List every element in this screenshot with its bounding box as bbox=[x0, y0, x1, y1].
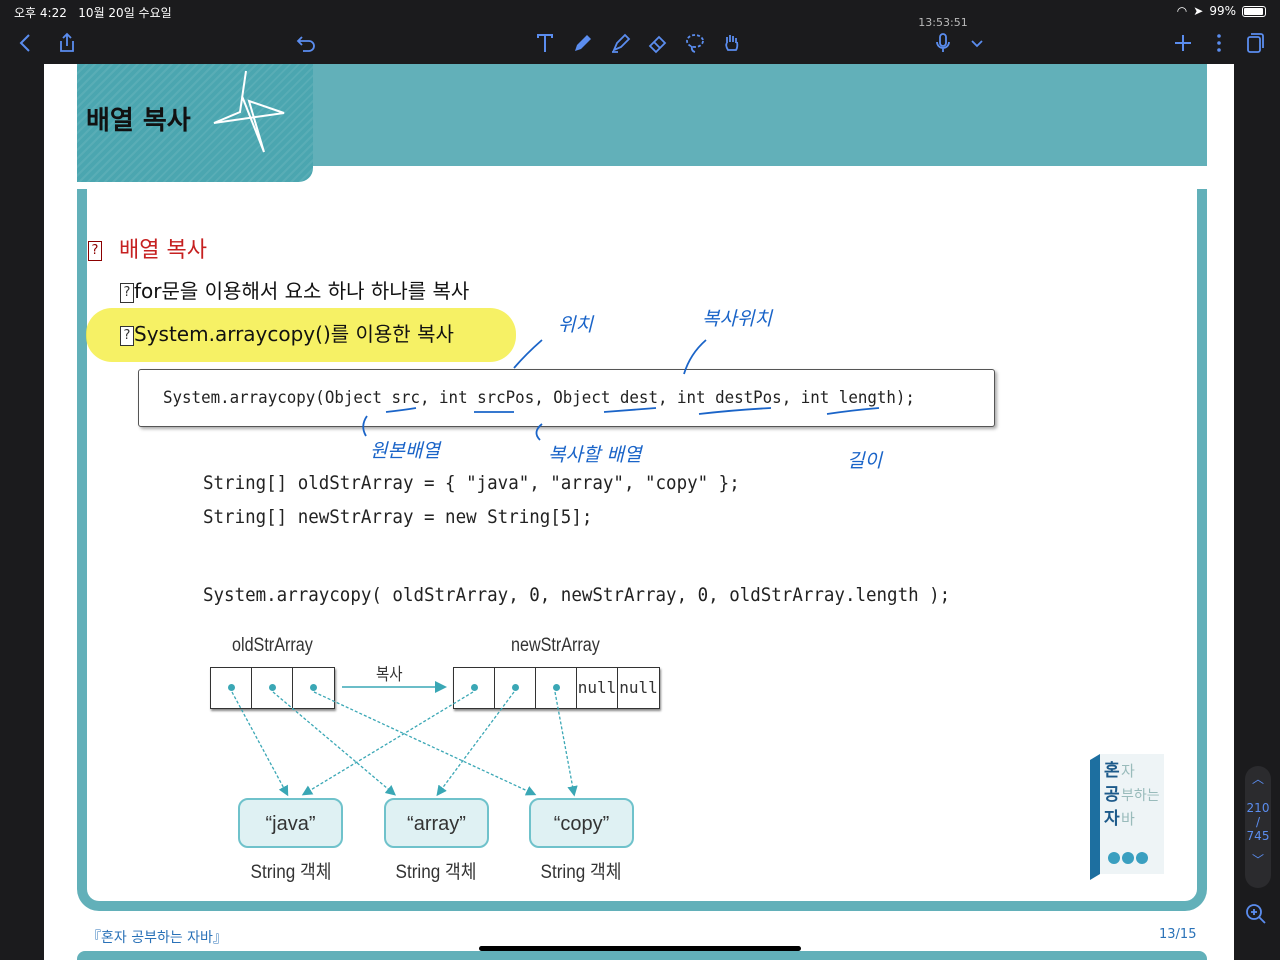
new-array-label: newStrArray bbox=[511, 635, 600, 656]
highlighter-icon[interactable] bbox=[607, 30, 635, 56]
status-date: 10월 20일 수요일 bbox=[78, 6, 172, 20]
pen-tool-icon[interactable] bbox=[569, 30, 597, 56]
arrow-pos bbox=[513, 339, 543, 369]
undo-icon[interactable] bbox=[292, 30, 320, 56]
status-bar: 오후 4:22 10월 20일 수요일 ◠ ➤ 99% bbox=[0, 0, 1280, 24]
pages-icon[interactable] bbox=[1240, 30, 1268, 56]
location-icon: ➤ bbox=[1193, 4, 1204, 18]
page-divider: / bbox=[1255, 815, 1261, 829]
star-annotation bbox=[213, 70, 285, 153]
array-cell bbox=[252, 668, 293, 708]
book-title-char: 공 bbox=[1104, 785, 1120, 805]
array-cell bbox=[293, 668, 334, 708]
array-cell bbox=[536, 668, 577, 708]
eraser-icon[interactable] bbox=[644, 30, 672, 56]
document-page[interactable]: 배열 복사 ? 배열 복사 ?for문을 이용해서 요소 하나 하나를 복사 ?… bbox=[44, 64, 1234, 960]
battery-percent: 99% bbox=[1209, 4, 1236, 18]
note-position: 위치 bbox=[558, 314, 593, 336]
underline-destpos bbox=[698, 407, 772, 415]
note-source-array: 원본배열 bbox=[370, 440, 440, 462]
string-caption: String 객체 bbox=[540, 862, 622, 883]
bullet-icon: ? bbox=[120, 282, 134, 303]
back-icon[interactable] bbox=[12, 30, 40, 56]
section-heading-text: 배열 복사 bbox=[119, 238, 207, 263]
bracket-src bbox=[362, 415, 368, 437]
hand-tool-icon[interactable] bbox=[718, 30, 746, 56]
highlight-mark bbox=[86, 308, 516, 362]
string-caption: String 객체 bbox=[395, 862, 477, 883]
scroll-up-icon[interactable]: ︿ bbox=[1251, 772, 1264, 786]
current-page: 210 bbox=[1246, 801, 1270, 815]
copy-label: 복사 bbox=[376, 665, 403, 684]
text-tool-icon[interactable] bbox=[531, 30, 559, 56]
bullet-item-2: ?System.arraycopy()를 이용한 복사 bbox=[120, 318, 454, 347]
footer-page-number: 13/15 bbox=[1159, 927, 1197, 942]
status-time-date: 오후 4:22 10월 20일 수요일 bbox=[14, 4, 172, 21]
home-indicator[interactable] bbox=[479, 946, 801, 951]
microphone-icon[interactable] bbox=[929, 30, 957, 56]
note-copy-position: 복사위치 bbox=[702, 308, 772, 330]
signature-box: System.arraycopy(Object src, int srcPos,… bbox=[138, 369, 995, 427]
signature-code: System.arraycopy(Object src, int srcPos,… bbox=[163, 388, 915, 408]
status-indicators: ◠ ➤ 99% bbox=[1177, 4, 1266, 18]
note-length: 길이 bbox=[847, 450, 882, 472]
more-icon[interactable] bbox=[1205, 30, 1233, 56]
slide-title: 배열 복사 bbox=[86, 106, 191, 136]
bullet-text: System.arraycopy()를 이용한 복사 bbox=[134, 322, 454, 346]
arrow-destpos bbox=[683, 339, 707, 375]
array-cell-null: null bbox=[577, 668, 618, 708]
page-scroller[interactable]: ︿ 210 / 745 ﹀ bbox=[1245, 766, 1271, 888]
array-cell bbox=[454, 668, 495, 708]
book-title-rest: 바 bbox=[1121, 810, 1135, 828]
footer-book-title: 『혼자 공부하는 자바』 bbox=[87, 930, 227, 946]
string-caption: String 객체 bbox=[250, 862, 332, 883]
toolbar-clock: 13:53:51 bbox=[918, 16, 968, 29]
string-object-java: “java” bbox=[238, 798, 343, 848]
add-page-icon[interactable] bbox=[1169, 30, 1197, 56]
bullet-item-1: ?for문을 이용해서 요소 하나 하나를 복사 bbox=[120, 275, 469, 304]
array-cell bbox=[211, 668, 252, 708]
total-pages: 745 bbox=[1246, 829, 1270, 843]
array-cell bbox=[495, 668, 536, 708]
book-title-char: 혼 bbox=[1104, 760, 1120, 781]
code-line-3: System.arraycopy( oldStrArray, 0, newStr… bbox=[203, 584, 951, 606]
zoom-icon[interactable] bbox=[1244, 902, 1272, 930]
code-line-2: String[] newStrArray = new String[5]; bbox=[203, 506, 593, 528]
battery-icon bbox=[1242, 5, 1266, 17]
ink-annotations bbox=[362, 339, 880, 441]
underline-src bbox=[385, 407, 417, 413]
string-object-copy: “copy” bbox=[529, 798, 634, 848]
bullet-icon: ? bbox=[120, 325, 134, 346]
bullet-text: for문을 이용해서 요소 하나 하나를 복사 bbox=[134, 279, 470, 303]
scroll-down-icon[interactable]: ﹀ bbox=[1251, 853, 1264, 867]
underline-length bbox=[826, 407, 880, 415]
underline-dest bbox=[603, 407, 657, 413]
diagram-arrows bbox=[231, 681, 578, 797]
bracket-dest bbox=[535, 423, 543, 441]
code-line-1: String[] oldStrArray = { "java", "array"… bbox=[203, 472, 740, 494]
next-slide-edge bbox=[77, 951, 1207, 960]
chevron-down-icon[interactable] bbox=[963, 30, 991, 56]
section-heading: ? 배열 복사 bbox=[88, 232, 207, 264]
book-title-rest: 부하는 bbox=[1121, 788, 1160, 804]
array-cell-null: null bbox=[619, 678, 658, 697]
share-icon[interactable] bbox=[53, 30, 81, 56]
wifi-icon: ◠ bbox=[1176, 4, 1188, 18]
old-array-label: oldStrArray bbox=[232, 635, 313, 656]
string-object-array: “array” bbox=[384, 798, 489, 848]
book-title-rest: 자 bbox=[1121, 762, 1135, 780]
book-title-char: 자 bbox=[1104, 809, 1120, 829]
bullet-icon: ? bbox=[88, 241, 102, 261]
status-time: 오후 4:22 bbox=[14, 6, 67, 20]
note-target-array: 복사할 배열 bbox=[548, 444, 642, 466]
slide-title-tab: 배열 복사 bbox=[77, 64, 313, 182]
book-cover-image: 혼 자 공 부하는 자 바 bbox=[1090, 754, 1164, 880]
lasso-icon[interactable] bbox=[681, 30, 709, 56]
old-array-cells bbox=[210, 667, 335, 709]
